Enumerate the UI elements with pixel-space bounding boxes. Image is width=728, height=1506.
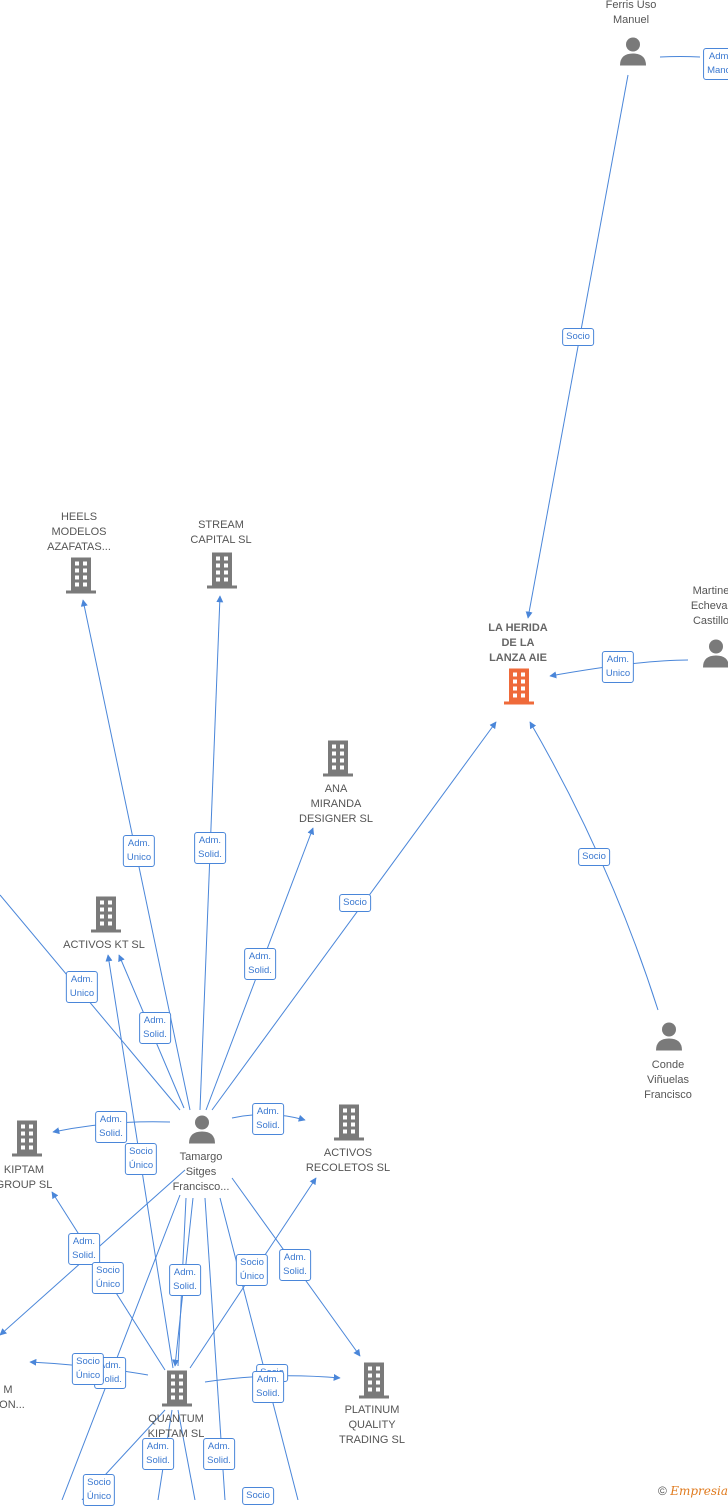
building-icon[interactable] [334,1104,364,1146]
role-label: Adm. Solid. [68,1233,100,1265]
node-label-stream[interactable]: STREAM CAPITAL SL [190,519,252,546]
node-label-ferris[interactable]: Ferris Uso Manuel [605,0,657,26]
edge-tamargo-bottom-a [61,1194,181,1500]
role-label: Socio [242,1487,274,1505]
node-label-quantum[interactable]: QUANTUM KIPTAM SL [147,1413,205,1440]
role-label: Socio Único [71,1353,105,1385]
building-icon[interactable] [504,668,534,710]
node-label-herida[interactable]: LA HERIDA DE LA LANZA AIE [488,622,548,664]
building-icon[interactable] [66,557,96,599]
role-label: Adm. Unico [122,835,156,867]
role-label: Adm. Solid. [244,948,276,980]
node-label-tamargo[interactable]: Tamargo Sitges Francisco... [172,1151,230,1193]
building-icon[interactable] [323,740,353,782]
node-label-kiptamgroup[interactable]: KIPTAM GROUP SL [0,1164,53,1191]
node-label-activoskt[interactable]: ACTIVOS KT SL [63,939,145,951]
role-label: Socio [562,328,594,346]
role-label: Adm. Solid. [252,1371,284,1403]
building-icon[interactable] [207,552,237,594]
role-label: Adm. Manc. [703,48,728,80]
role-label: Adm. Solid. [169,1264,201,1296]
node-label-ana[interactable]: ANA MIRANDA DESIGNER SL [299,783,373,825]
role-label: Socio Único [124,1143,158,1175]
role-label: Socio Único [91,1262,125,1294]
node-label-martinez[interactable]: Martine Echevar Castillo [690,585,728,627]
role-label: Adm. Solid. [95,1111,127,1143]
role-label: Adm. Solid. [142,1438,174,1470]
role-label: Socio Único [235,1254,269,1286]
building-icon[interactable] [12,1120,42,1162]
role-label: Adm. Solid. [139,1012,171,1044]
role-label: Socio [578,848,610,866]
node-label-left[interactable]: M HON... [0,1384,25,1411]
node-label-conde[interactable]: Conde Viñuelas Francisco [644,1059,692,1101]
person-icon[interactable] [187,1114,217,1149]
person-icon[interactable] [701,638,728,673]
role-label: Adm. Solid. [203,1438,235,1470]
edge-quantum-bottom-b [177,1409,196,1500]
edge-conde-herida [529,721,659,1011]
role-label: Adm. Unico [65,971,99,1003]
credit: © Empresia [658,1484,728,1498]
node-label-platinum[interactable]: PLATINUM QUALITY TRADING SL [338,1404,406,1446]
role-label: Adm. Solid. [252,1103,284,1135]
role-label: Adm. Solid. [194,832,226,864]
copyright-symbol: © [658,1484,667,1498]
edge-tamargo-bottom-c [219,1197,299,1500]
role-label: Socio [339,894,371,912]
node-label-heels[interactable]: HEELS MODELOS AZAFATAS... [47,511,111,553]
building-icon[interactable] [359,1362,389,1404]
building-icon[interactable] [162,1370,192,1412]
role-label: Socio Único [82,1474,116,1506]
brand-logo: Empresia [670,1484,728,1498]
edge-ferris-herida [525,74,629,619]
edge-ferris-right [659,56,701,58]
person-icon[interactable] [654,1021,684,1056]
person-icon[interactable] [618,36,648,71]
role-label: Adm. Solid. [279,1249,311,1281]
building-icon[interactable] [91,896,121,938]
role-label: Adm. Unico [601,651,635,683]
node-label-recoletos[interactable]: ACTIVOS RECOLETOS SL [305,1147,391,1174]
edge-tamargo-herida [211,721,497,1111]
